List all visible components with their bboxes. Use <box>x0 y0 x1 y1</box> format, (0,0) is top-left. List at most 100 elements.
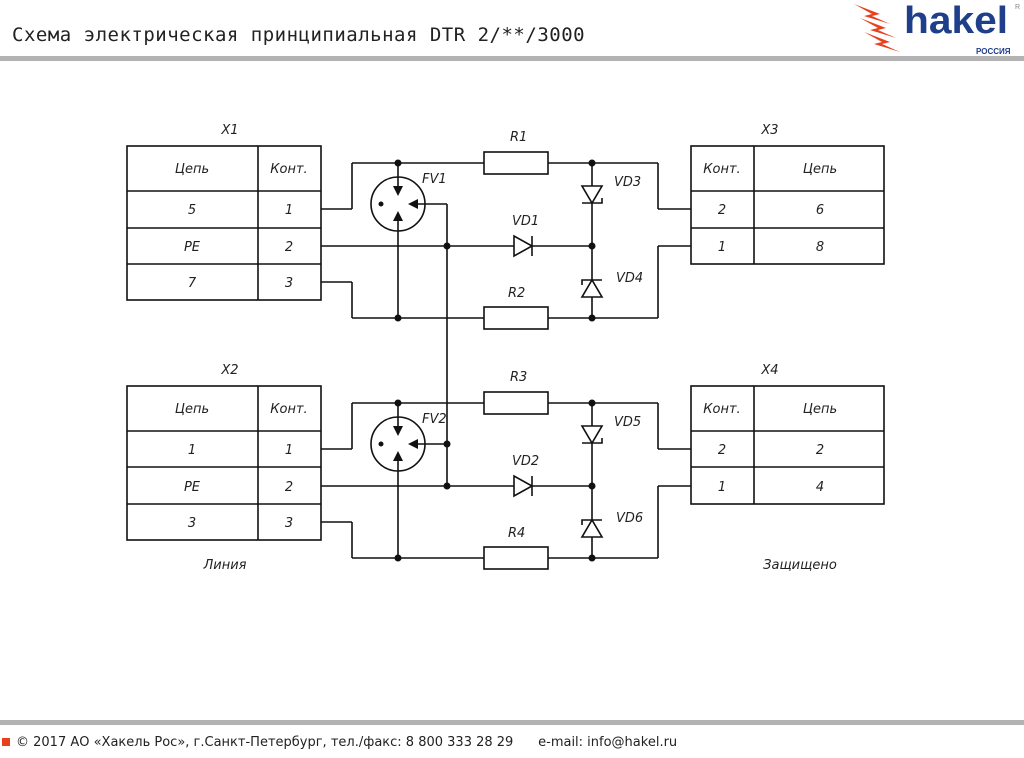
diode <box>580 278 604 298</box>
connector-x3: X3 Конт. Цепь 2 6 1 8 <box>690 123 885 265</box>
header-divider <box>0 56 1024 61</box>
resistor <box>483 151 549 175</box>
component-label: VD3 <box>614 175 641 190</box>
wire: 1 <box>285 443 293 458</box>
wire: 4 <box>816 480 824 495</box>
junction-dot <box>588 482 596 490</box>
wire <box>126 385 322 541</box>
resistor <box>483 391 549 415</box>
wire <box>580 518 604 538</box>
logo-registered: R <box>1015 4 1020 11</box>
junction-dot <box>588 242 596 250</box>
wire: 5 <box>188 203 196 218</box>
junction-dot <box>443 242 451 250</box>
wire: Конт. <box>703 162 740 177</box>
diode <box>580 185 604 205</box>
wire: 2 <box>718 443 726 458</box>
component-label: FV2 <box>422 412 447 427</box>
wire <box>378 441 384 447</box>
wire <box>580 425 604 445</box>
wire: X3 Конт. Цепь 2 6 1 8 <box>703 123 837 255</box>
wire <box>408 199 418 209</box>
wire: 2 <box>816 443 824 458</box>
wire <box>393 211 403 221</box>
wire <box>690 145 885 265</box>
junction-dot <box>588 554 596 562</box>
component-label: VD6 <box>616 511 643 526</box>
wire: 1 <box>285 203 293 218</box>
wire: 3 <box>188 516 196 531</box>
wire: 1 <box>718 480 726 495</box>
wire: Конт. <box>703 402 740 417</box>
wire: Конт. <box>270 162 307 177</box>
wire: 3 <box>285 276 293 291</box>
component-label: VD2 <box>512 454 539 469</box>
wire <box>393 186 403 196</box>
component-label: R4 <box>508 526 525 541</box>
wire <box>378 201 384 207</box>
component-label: R1 <box>510 130 527 145</box>
footer: © 2017 АО «Хакель Рос», г.Санкт-Петербур… <box>2 735 677 750</box>
wire <box>580 185 604 205</box>
connector-x2: X2 Цепь Конт. 1 1 PE 2 3 3 Линия <box>126 363 322 573</box>
resistor <box>483 306 549 330</box>
wire <box>580 278 604 298</box>
diode <box>580 518 604 538</box>
wire: 8 <box>816 240 824 255</box>
hakel-logo: hakel РОССИЯ R <box>850 0 1024 56</box>
wire: PE <box>184 240 201 255</box>
footer-email[interactable]: e-mail: info@hakel.ru <box>538 735 678 750</box>
caption-line: Линия <box>203 558 247 573</box>
wire <box>126 145 322 301</box>
wire <box>513 474 534 498</box>
junction-dot <box>394 399 402 407</box>
junction-dot <box>443 440 451 448</box>
logo-subtitle: РОССИЯ <box>976 47 1011 56</box>
junction-dot <box>588 159 596 167</box>
component-label: R3 <box>510 370 527 385</box>
wire: PE <box>184 480 201 495</box>
diode <box>513 474 534 498</box>
wire <box>393 426 403 436</box>
wire: 1 <box>718 240 726 255</box>
wire: Цепь <box>175 402 209 417</box>
connector-label: X2 <box>220 363 238 378</box>
junction-dot <box>394 159 402 167</box>
wire <box>393 451 403 461</box>
footer-copyright: © 2017 АО «Хакель Рос», г.Санкт-Петербур… <box>16 735 514 750</box>
wire <box>582 438 603 444</box>
component-label: VD5 <box>614 415 641 430</box>
wire <box>582 198 603 204</box>
diode <box>513 234 534 258</box>
component-label: VD1 <box>512 214 539 229</box>
logo-text: hakel <box>904 0 1008 42</box>
page-title: Схема электрическая принципиальная DTR 2… <box>12 24 586 46</box>
wire: Конт. <box>270 402 307 417</box>
wire: Цепь <box>803 162 837 177</box>
wire: 3 <box>285 516 293 531</box>
lightning-icon <box>854 4 900 52</box>
wire: 2 <box>285 480 293 495</box>
junction-dot <box>588 399 596 407</box>
connector-label: X1 <box>220 123 238 138</box>
wire: Цепь <box>175 162 209 177</box>
wire <box>581 519 602 525</box>
junction-dot <box>394 554 402 562</box>
footer-divider <box>0 720 1024 725</box>
connector-label: X4 <box>760 363 778 378</box>
wire: 2 <box>718 203 726 218</box>
wire: 6 <box>816 203 824 218</box>
caption-protected: Защищено <box>763 558 837 573</box>
wire <box>581 279 602 285</box>
connector-label: X3 <box>760 123 778 138</box>
wire <box>690 385 885 505</box>
junction-dot <box>394 314 402 322</box>
junction-dot <box>443 482 451 490</box>
component-label: VD4 <box>616 271 643 286</box>
wire: 1 <box>188 443 196 458</box>
